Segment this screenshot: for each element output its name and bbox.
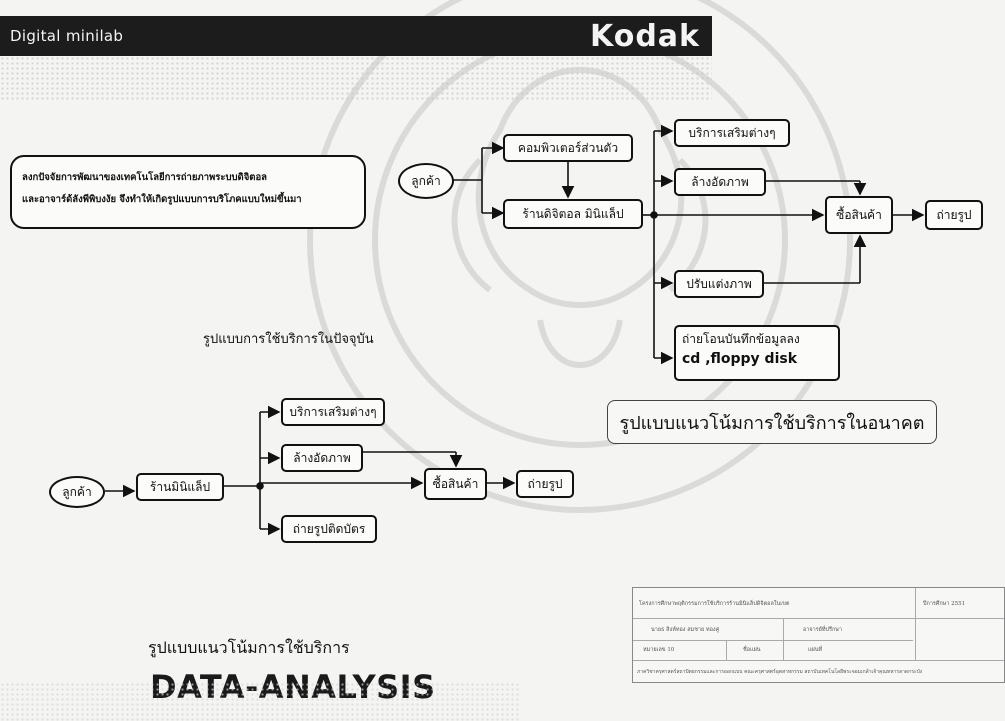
stamp-project-title: โครงการศึกษาพฤติกรรมการใช้บริการร้านมินิ… [639, 601, 790, 607]
transfer-line1: ถ่ายโอนบันทึกข้อมูลลง [682, 332, 800, 346]
context-note-line1: ลงกปัจจัยการพัฒนาของเทคโนโลยีการถ่ายภาพร… [22, 172, 267, 183]
future-computer-node: คอมพิวเตอร์ส่วนตัว [503, 134, 633, 162]
title-block-stamp: โครงการศึกษาพฤติกรรมการใช้บริการร้านมินิ… [632, 587, 1005, 683]
transfer-line2: cd ,floppy disk [682, 351, 798, 367]
stamp-department: ภาควิชาครุศาสตร์สถาปัตยกรรมและการออกแบบ … [637, 669, 923, 675]
current-customer-node: ลูกค้า [49, 476, 105, 508]
stamp-divider [726, 640, 727, 660]
future-edit-photos-node: ปรับแต่งภาพ [674, 270, 764, 298]
current-take-photo-node: ถ่ายรูป [516, 470, 574, 498]
stamp-divider [633, 660, 1004, 661]
stamp-academic-year: ปีการศึกษา 2551 [923, 601, 966, 607]
stamp-number: หมายเลข 10 [643, 647, 675, 653]
context-note: ลงกปัจจัยการพัฒนาของเทคโนโลยีการถ่ายภาพร… [10, 155, 366, 229]
future-digital-shop-node: ร้านดิจิตอล มินิแล็ป [503, 199, 643, 229]
current-photo-id-node: ถ่ายรูปติดบัตร [281, 515, 377, 543]
header-title: Digital minilab [10, 27, 124, 45]
stamp-divider [915, 588, 916, 660]
dot-pattern-band [0, 56, 712, 100]
future-print-photos-node: ล้างอัดภาพ [674, 168, 766, 196]
future-diagram-caption: รูปแบบแนวโน้มการใช้บริการในอนาคต [607, 400, 937, 444]
current-buy-products-node: ซื้อสินค้า [424, 468, 487, 500]
future-customer-node: ลูกค้า [398, 163, 454, 199]
future-take-photo-node: ถ่ายรูป [925, 200, 983, 230]
stamp-advisor: อาจารย์ที่ปรึกษา [803, 627, 842, 633]
current-other-services-node: บริการเสริมต่างๆ [281, 398, 385, 426]
dot-pattern-footer [0, 682, 520, 721]
future-transfer-node: ถ่ายโอนบันทึกข้อมูลลง cd ,floppy disk [674, 325, 840, 381]
stamp-authors: นายธ สิงห์ทอง สมชาย ทองคู่ [651, 627, 720, 633]
current-print-photos-node: ล้างอัดภาพ [281, 444, 363, 472]
stamp-divider [633, 640, 913, 641]
context-note-line2: และอาจาร์ด้ลังพีพิบงงัย จึงทำให้เกิดรูปแ… [22, 194, 302, 205]
stamp-divider [633, 618, 1004, 619]
footer-subtitle: รูปแบบแนวโน้มการใช้บริการ [148, 638, 350, 657]
future-other-services-node: บริการเสริมต่างๆ [674, 119, 790, 147]
stamp-sheet-name: ชื่อแผ่น [743, 647, 761, 653]
future-buy-products-node: ซื้อสินค้า [825, 196, 893, 234]
header-bar: Digital minilab Kodak [0, 16, 712, 56]
stamp-sheet-number: แผ่นที่ [808, 647, 823, 653]
current-diagram-caption: รูปแบบการใช้บริการในปัจจุบัน [203, 332, 374, 347]
stamp-divider [783, 618, 784, 660]
kodak-logo: Kodak [590, 18, 700, 54]
current-minilab-shop-node: ร้านมินิแล็ป [136, 473, 224, 501]
